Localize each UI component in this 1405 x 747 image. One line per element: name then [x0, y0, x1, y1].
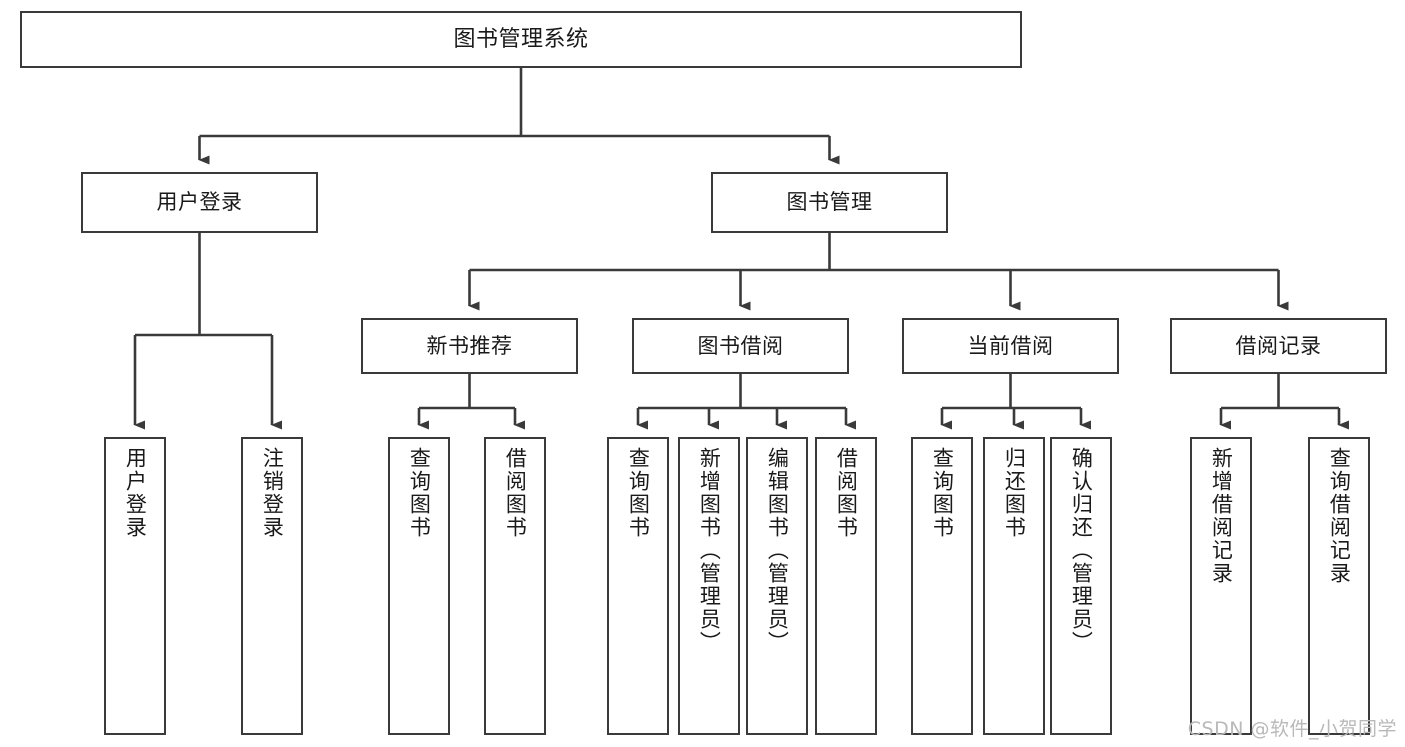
- node-leaf-br-add-label: 新增借阅记录: [1209, 447, 1234, 585]
- node-leaf-br-query[interactable]: 查询借阅记录: [1308, 437, 1370, 735]
- node-leaf-bb-query-label: 查询图书: [626, 447, 651, 539]
- node-leaf-cb-return-label: 归还图书: [1002, 447, 1027, 539]
- node-borrow-record[interactable]: 借阅记录: [1170, 318, 1387, 374]
- node-leaf-rec-query[interactable]: 查询图书: [388, 437, 450, 735]
- node-borrow-record-label: 借阅记录: [1235, 333, 1322, 358]
- node-user-login-label: 用户登录: [156, 190, 243, 215]
- node-leaf-bb-borrow[interactable]: 借阅图书: [815, 437, 877, 735]
- node-book-borrow-label: 图书借阅: [697, 333, 784, 358]
- node-leaf-br-query-label: 查询借阅记录: [1327, 447, 1352, 585]
- node-current-borrow[interactable]: 当前借阅: [902, 318, 1119, 374]
- node-leaf-bb-edit[interactable]: 编辑图书（管理员）: [746, 437, 808, 735]
- node-leaf-user-login[interactable]: 用户登录: [104, 437, 166, 735]
- node-leaf-cb-confirm-label: 确认归还（管理员）: [1069, 447, 1094, 654]
- node-book-manage-label: 图书管理: [786, 190, 873, 215]
- node-leaf-bb-add[interactable]: 新增图书（管理员）: [678, 437, 740, 735]
- node-leaf-cb-confirm[interactable]: 确认归还（管理员）: [1050, 437, 1112, 735]
- node-leaf-cb-query[interactable]: 查询图书: [911, 437, 973, 735]
- watermark-text: CSDN @软件_小贺同学: [1187, 718, 1397, 740]
- node-leaf-bb-query[interactable]: 查询图书: [607, 437, 669, 735]
- node-new-book-rec-label: 新书推荐: [426, 333, 513, 358]
- node-new-book-rec[interactable]: 新书推荐: [361, 318, 578, 374]
- node-book-borrow[interactable]: 图书借阅: [632, 318, 849, 374]
- node-leaf-rec-borrow[interactable]: 借阅图书: [484, 437, 546, 735]
- node-leaf-user-login-label: 用户登录: [123, 447, 148, 539]
- node-leaf-logout[interactable]: 注销登录: [241, 437, 303, 735]
- node-leaf-bb-add-label: 新增图书（管理员）: [697, 447, 722, 654]
- node-root-label: 图书管理系统: [453, 26, 589, 52]
- node-user-login[interactable]: 用户登录: [81, 172, 318, 233]
- node-leaf-bb-borrow-label: 借阅图书: [834, 447, 859, 539]
- node-book-manage[interactable]: 图书管理: [711, 172, 948, 233]
- node-leaf-logout-label: 注销登录: [260, 447, 285, 539]
- node-leaf-rec-query-label: 查询图书: [407, 447, 432, 539]
- node-current-borrow-label: 当前借阅: [967, 333, 1054, 358]
- node-leaf-cb-query-label: 查询图书: [930, 447, 955, 539]
- node-root[interactable]: 图书管理系统: [20, 11, 1022, 68]
- node-leaf-rec-borrow-label: 借阅图书: [503, 447, 528, 539]
- node-leaf-bb-edit-label: 编辑图书（管理员）: [765, 447, 790, 654]
- node-leaf-cb-return[interactable]: 归还图书: [983, 437, 1045, 735]
- node-leaf-br-add[interactable]: 新增借阅记录: [1190, 437, 1252, 735]
